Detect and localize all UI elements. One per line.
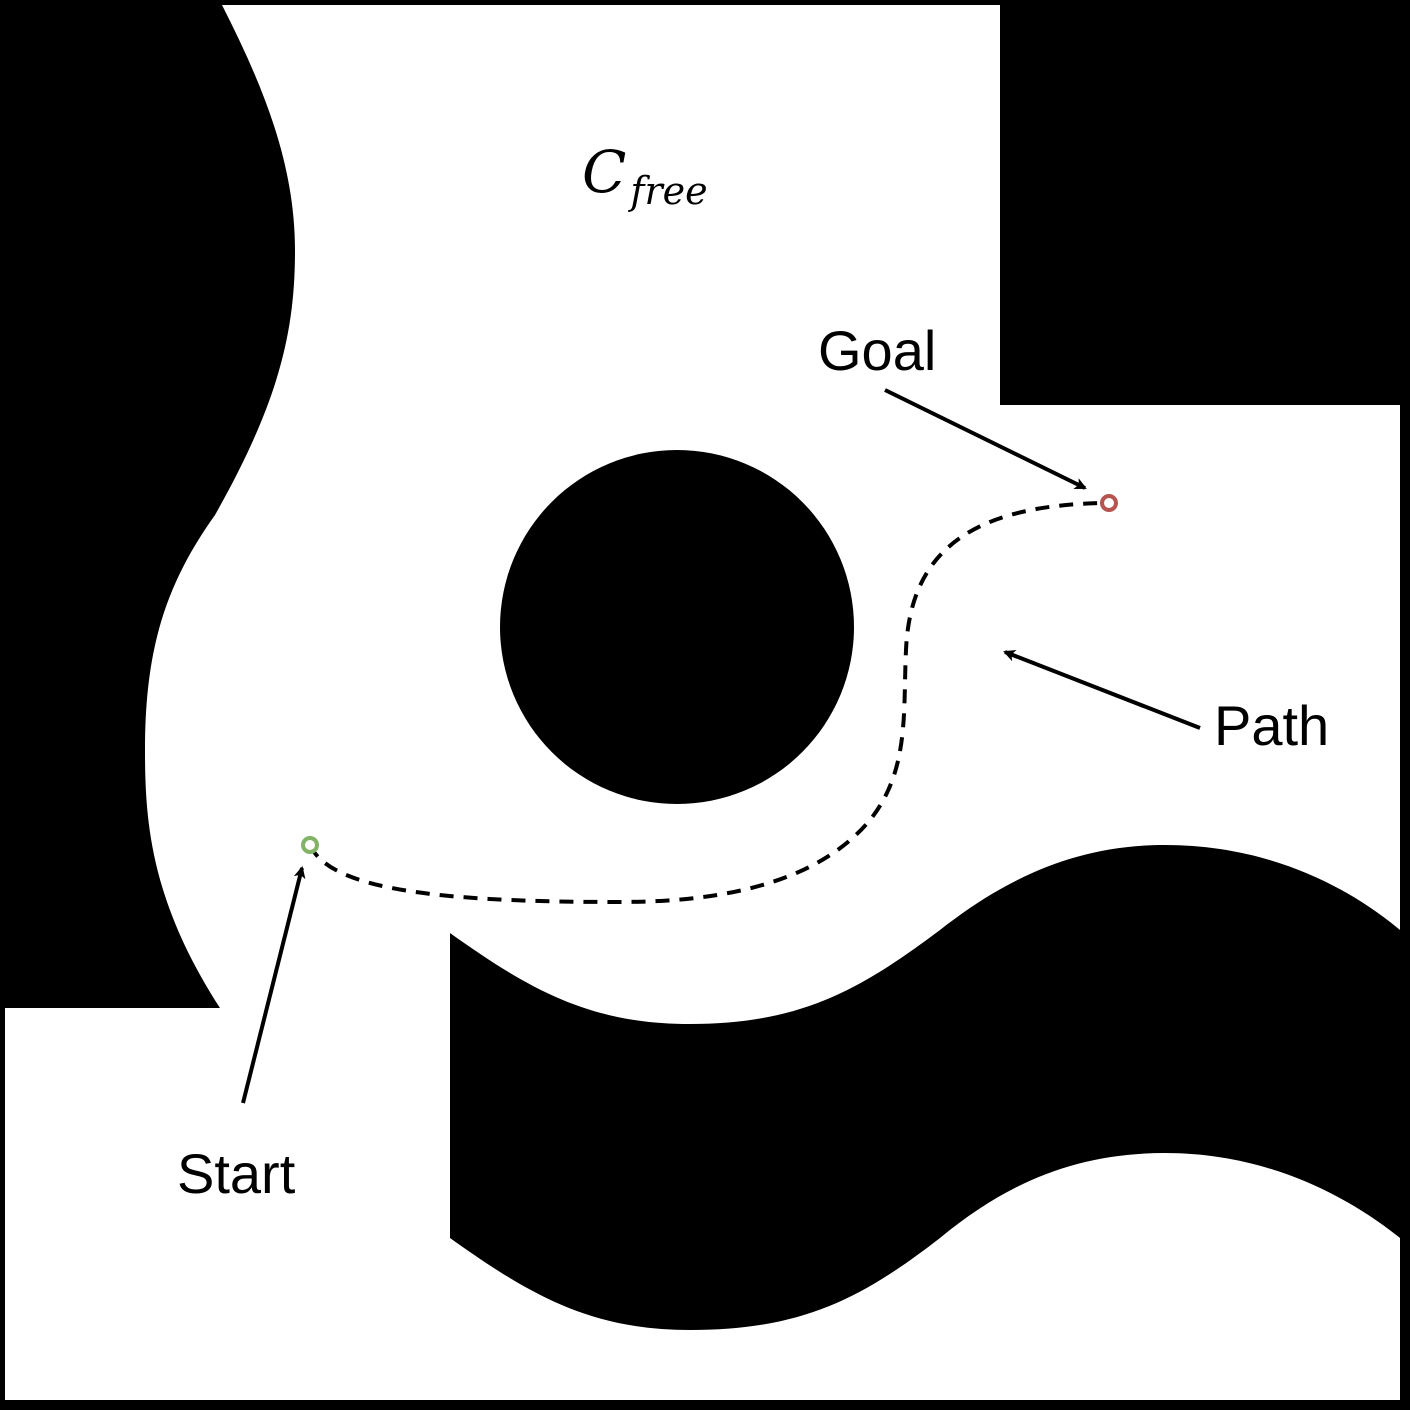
path-label: Path xyxy=(1214,694,1329,757)
goal-marker xyxy=(1100,494,1118,512)
planned-path xyxy=(308,501,1106,905)
circular-obstacle xyxy=(500,450,854,804)
goal-arrow xyxy=(884,388,1087,490)
start-marker xyxy=(301,836,319,854)
cfree-subscript: free xyxy=(627,169,707,213)
cfree-symbol: C xyxy=(582,138,626,206)
start-label: Start xyxy=(177,1142,296,1205)
path-arrow xyxy=(1003,650,1201,730)
goal-label: Goal xyxy=(818,319,936,382)
start-arrow xyxy=(241,866,306,1104)
wavy-obstacle xyxy=(450,845,1400,1330)
